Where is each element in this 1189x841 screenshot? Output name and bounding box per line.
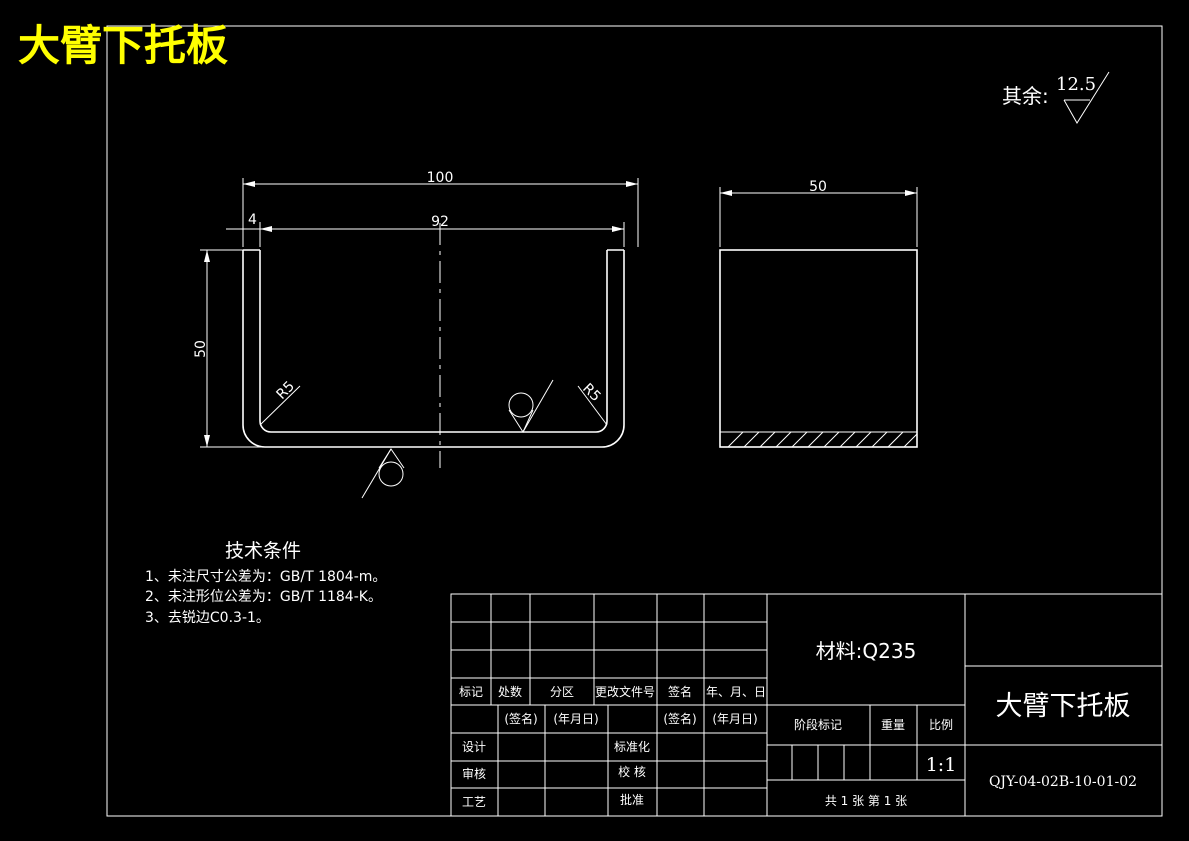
role-approve: 批准 <box>620 792 644 807</box>
roughness-prefix: 其余: <box>1002 84 1049 108</box>
dim-overall-width: 100 <box>427 170 454 186</box>
role-design: 设计 <box>462 740 486 754</box>
role-process: 工艺 <box>462 795 486 809</box>
sign-sig1: (签名) <box>504 711 537 726</box>
role-proofread: 校 核 <box>618 764 646 779</box>
role-standardize: 标准化 <box>614 740 650 754</box>
radius-left-label: R5 <box>274 378 298 402</box>
stage-mark-label: 阶段标记 <box>794 717 842 732</box>
front-view: 100 92 4 50 R5 R5 <box>193 170 639 499</box>
scale-value: 1:1 <box>926 754 957 776</box>
hdr-mark: 标记 <box>459 685 483 699</box>
hdr-signature: 签名 <box>668 684 692 699</box>
dim-inner-width: 92 <box>431 214 449 230</box>
hdr-date: 年、月、日 <box>706 685 766 699</box>
sign-date1: (年月日) <box>553 712 598 726</box>
title-block-text: 标记 处数 分区 更改文件号 签名 年、月、日 (签名) (年月日) (签名) … <box>459 639 1137 809</box>
dim-thickness: 4 <box>248 212 257 228</box>
tech-item-2: 2、未注形位公差为：GB/T 1184-K。 <box>145 589 382 605</box>
title-block <box>450 593 1163 817</box>
tech-item-3: 3、去锐边C0.3-1。 <box>145 610 270 626</box>
weight-label: 重量 <box>881 718 905 732</box>
hdr-zone: 分区 <box>550 685 574 699</box>
roughness-value: 12.5 <box>1056 74 1096 95</box>
role-review: 审核 <box>462 766 486 781</box>
dim-height: 50 <box>193 340 209 358</box>
roughness-symbol: 其余: 12.5 <box>1002 71 1110 124</box>
sign-date2: (年月日) <box>712 712 757 726</box>
hdr-change-doc: 更改文件号 <box>595 684 655 699</box>
dim-side-width: 50 <box>809 179 827 195</box>
technical-requirements: 技术条件 1、未注尺寸公差为：GB/T 1804-m。 2、未注形位公差为：GB… <box>145 540 386 626</box>
ratio-label: 比例 <box>929 718 953 732</box>
tech-heading: 技术条件 <box>225 540 301 562</box>
drawing-title: 大臂下托板 <box>18 21 228 70</box>
part-name: 大臂下托板 <box>996 691 1131 722</box>
sign-sig2: (签名) <box>663 711 696 726</box>
hdr-count: 处数 <box>498 684 522 699</box>
sheet-count: 共 1 张 第 1 张 <box>825 794 907 808</box>
side-view: 50 <box>719 179 918 448</box>
drawing-number: QJY-04-02B-10-01-02 <box>989 774 1137 790</box>
material-label: 材料:Q235 <box>816 639 917 663</box>
radius-right-label: R5 <box>579 381 603 405</box>
tech-item-1: 1、未注尺寸公差为：GB/T 1804-m。 <box>145 569 386 585</box>
